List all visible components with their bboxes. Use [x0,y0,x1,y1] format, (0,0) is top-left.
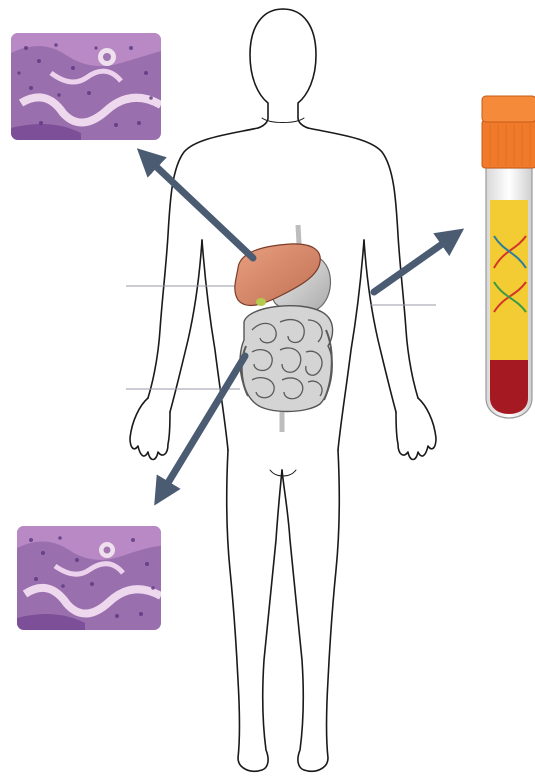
arrow-to-top-tissue [145,156,253,258]
arrow-to-bottom-tissue [160,356,245,496]
blood-tube-dna-icon [482,96,535,418]
arrow-to-blood-tube [374,235,455,292]
